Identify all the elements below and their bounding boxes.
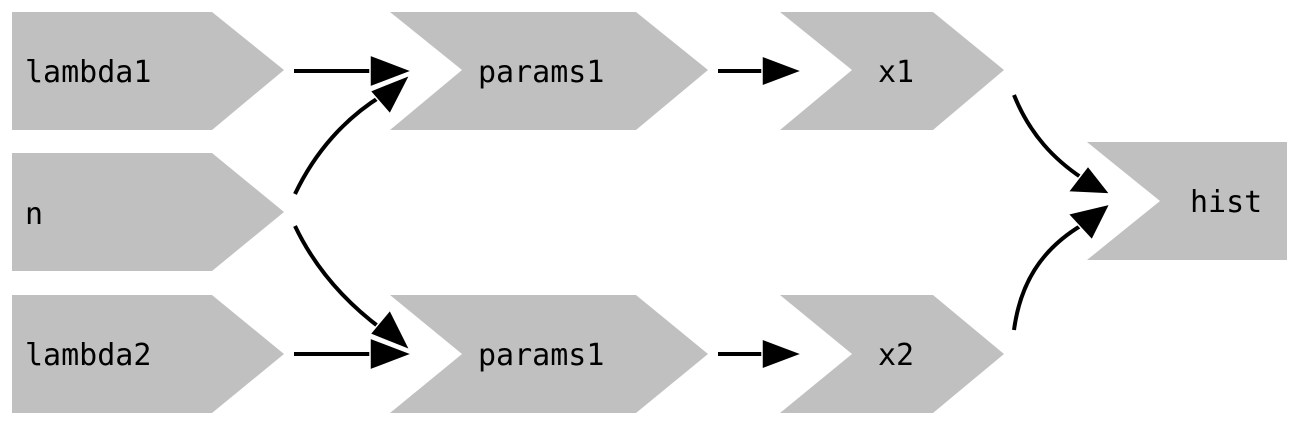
node-lambda1-label: lambda1: [25, 55, 151, 90]
node-params1-top: params1: [390, 12, 708, 130]
node-n-shape: [12, 153, 284, 271]
edge-n-to-params1-bottom-line: [293, 225, 385, 332]
edge-x2-to-hist: [1012, 202, 1112, 331]
node-params1-top-label: params1: [478, 55, 604, 90]
edge-n-to-params1-top-line: [293, 93, 385, 195]
node-x2-shape: [780, 295, 1004, 413]
edge-n-to-params1-bottom-arrowhead: [368, 308, 412, 352]
edge-n-to-params1-top-arrowhead: [368, 73, 412, 116]
node-x1: x1: [780, 12, 1004, 130]
node-lambda2-label: lambda2: [25, 338, 151, 373]
edge-n-to-params1-top: [293, 73, 412, 195]
edge-x1-to-hist-arrowhead: [1066, 164, 1112, 195]
node-params1-bottom-label: params1: [478, 338, 604, 373]
node-x1-label: x1: [878, 55, 914, 90]
edge-params1-top-to-x1-arrowhead: [761, 54, 805, 88]
edge-lambda1-to-params1-top-arrowhead: [369, 53, 415, 89]
edge-x1-to-hist: [1012, 94, 1112, 195]
node-params1-top-shape: [390, 12, 708, 130]
node-x2: x2: [780, 295, 1004, 413]
edge-params1-top-to-x1: [718, 54, 805, 88]
node-lambda1: lambda1: [12, 12, 284, 130]
node-n: n: [12, 153, 284, 271]
edge-lambda2-to-params1-bottom-arrowhead: [369, 336, 415, 372]
node-x1-shape: [780, 12, 1004, 130]
node-lambda1-shape: [12, 12, 284, 130]
edge-params1-bottom-to-x2: [718, 337, 805, 371]
edge-x1-to-hist-line: [1012, 94, 1084, 180]
node-hist-shape: [1087, 142, 1287, 260]
edge-lambda2-to-params1-bottom: [294, 336, 415, 372]
node-hist: hist: [1087, 142, 1287, 260]
edge-params1-bottom-to-x2-arrowhead: [761, 337, 805, 371]
node-hist-label: hist: [1190, 185, 1262, 220]
edge-x2-to-hist-arrowhead: [1066, 202, 1112, 242]
node-lambda2-shape: [12, 295, 284, 413]
node-params1-bottom: params1: [390, 295, 708, 413]
node-lambda2: lambda2: [12, 295, 284, 413]
node-params1-bottom-shape: [390, 295, 708, 413]
node-x2-label: x2: [878, 338, 914, 373]
edge-lambda1-to-params1-top: [294, 53, 415, 89]
edge-x2-to-hist-line: [1012, 223, 1084, 331]
node-n-label: n: [25, 197, 43, 232]
edge-n-to-params1-bottom: [293, 225, 412, 352]
